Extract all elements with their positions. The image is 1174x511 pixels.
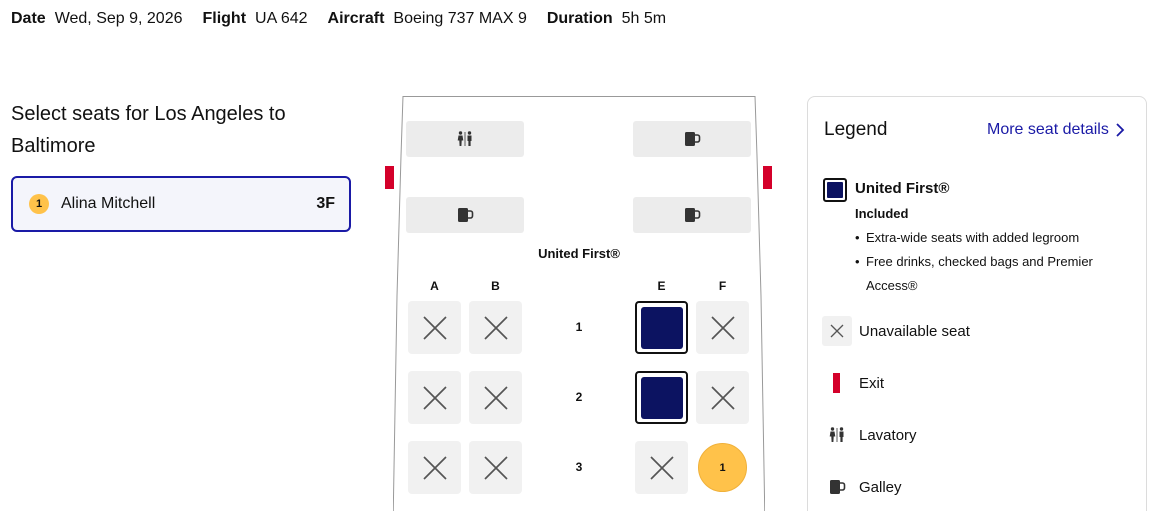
aircraft-label: Aircraft xyxy=(327,10,385,27)
column-letter: F xyxy=(718,279,727,293)
unavailable-x-icon xyxy=(483,315,508,340)
legend-unavailable: Unavailable seat xyxy=(822,316,970,346)
legend-title: Legend xyxy=(824,119,888,140)
lavatory-icon xyxy=(822,420,852,450)
chevron-right-icon xyxy=(1116,123,1125,137)
galley-block xyxy=(633,121,751,157)
seat-3b xyxy=(469,441,522,494)
unavailable-x-icon xyxy=(483,385,508,410)
lavatory-label: Lavatory xyxy=(859,426,917,444)
unavailable-x-icon xyxy=(710,315,735,340)
unavailable-x-icon xyxy=(422,455,447,480)
unavailable-x-icon xyxy=(422,315,447,340)
galley-block xyxy=(406,197,524,233)
column-letter: B xyxy=(491,279,500,293)
galley-icon xyxy=(456,207,474,223)
seat-1f xyxy=(696,301,749,354)
duration-value: 5h 5m xyxy=(621,10,667,27)
benefit-item: Free drinks, checked bags and Premier Ac… xyxy=(855,250,1135,298)
exit-marker-left xyxy=(385,166,394,189)
unavailable-x-icon xyxy=(422,385,447,410)
traveler-seat: 3F xyxy=(316,195,335,212)
seat-1e[interactable] xyxy=(635,301,688,354)
galley-block xyxy=(633,197,751,233)
legend-exit: Exit xyxy=(822,368,884,398)
unavailable-x-icon xyxy=(710,385,735,410)
seat-1a xyxy=(408,301,461,354)
column-letter: A xyxy=(430,279,439,293)
seat-3a xyxy=(408,441,461,494)
flight-info-bar: Date Wed, Sep 9, 2026 Flight UA 642 Airc… xyxy=(11,10,686,28)
seat-2b xyxy=(469,371,522,424)
benefit-item: Extra-wide seats with added legroom xyxy=(855,226,1135,250)
united-first-seat-icon xyxy=(823,178,847,202)
seat-map: United First® A B E F 1 2 3 1 xyxy=(385,96,772,511)
galley-label: Galley xyxy=(859,478,902,496)
united-first-label: United First® xyxy=(855,180,950,197)
seat-3e xyxy=(635,441,688,494)
column-letter: E xyxy=(657,279,666,293)
unavailable-x-icon xyxy=(649,455,674,480)
legend-lavatory: Lavatory xyxy=(822,420,917,450)
seat-2f xyxy=(696,371,749,424)
traveler-number-badge: 1 xyxy=(29,194,49,214)
united-first-benefits: Extra-wide seats with added legroom Free… xyxy=(855,226,1135,298)
flight-label: Flight xyxy=(202,10,247,27)
exit-label: Exit xyxy=(859,374,885,392)
included-label: Included xyxy=(855,206,909,221)
more-seat-details-label: More seat details xyxy=(987,121,1109,138)
page-title: Select seats for Los Angeles to Baltimor… xyxy=(11,103,286,157)
galley-icon xyxy=(683,131,701,147)
more-seat-details-link[interactable]: More seat details xyxy=(987,121,1125,139)
legend-panel: Legend More seat details United First® I… xyxy=(807,96,1147,511)
cabin-outline xyxy=(393,96,765,511)
unavailable-label: Unavailable seat xyxy=(859,322,970,340)
date-label: Date xyxy=(11,10,46,27)
aircraft-value: Boeing 737 MAX 9 xyxy=(393,10,527,27)
cabin-class-label: United First® xyxy=(538,246,620,261)
row-number: 1 xyxy=(575,320,583,334)
seat-2a xyxy=(408,371,461,424)
duration-label: Duration xyxy=(546,10,613,27)
seat-2e[interactable] xyxy=(635,371,688,424)
unavailable-x-icon xyxy=(483,455,508,480)
row-number: 2 xyxy=(575,390,583,404)
traveler-name: Alina Mitchell xyxy=(61,195,156,212)
flight-value: UA 642 xyxy=(255,10,308,27)
unavailable-x-icon xyxy=(822,316,852,346)
lavatory-block xyxy=(406,121,524,157)
exit-icon xyxy=(822,368,852,398)
traveler-card[interactable]: 1 Alina Mitchell 3F xyxy=(11,176,351,232)
seat-1b xyxy=(469,301,522,354)
lavatory-icon xyxy=(456,131,474,147)
galley-icon xyxy=(822,472,852,502)
date-value: Wed, Sep 9, 2026 xyxy=(54,10,183,27)
exit-marker-right xyxy=(763,166,772,189)
seat-3f-selected[interactable]: 1 xyxy=(698,443,747,492)
row-number: 3 xyxy=(575,460,583,474)
galley-icon xyxy=(683,207,701,223)
legend-galley: Galley xyxy=(822,472,902,502)
